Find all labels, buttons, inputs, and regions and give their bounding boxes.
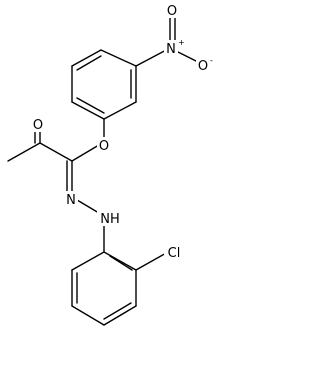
bond-ring1-c bbox=[103, 101, 137, 120]
bond-ring2-c bbox=[103, 305, 137, 326]
bond-ring1-d-inner bbox=[76, 97, 105, 114]
atom-bg-n-nitro bbox=[164, 40, 178, 56]
atom-bg-n-imine bbox=[64, 191, 78, 207]
atom-n-imine: N bbox=[66, 193, 76, 208]
atom-nh-hydrazone: NH bbox=[100, 212, 120, 227]
atom-cl: Cl bbox=[168, 246, 181, 261]
atom-o-ester: O bbox=[99, 139, 109, 154]
atom-bg-nh bbox=[97, 210, 123, 226]
bond-ring2-f bbox=[71, 251, 105, 271]
charge-o-nitro-minus: - bbox=[210, 56, 213, 65]
atom-bg-o-nitro-top bbox=[165, 2, 179, 18]
bond-carbonyl-methyl bbox=[7, 142, 41, 162]
bond-ring2-a-inner bbox=[109, 255, 133, 271]
atom-bg-o-nitro-minus bbox=[196, 57, 210, 73]
atom-o-nitro-minus: O bbox=[198, 59, 208, 74]
bond-ring1-f bbox=[71, 49, 102, 67]
bond-ring2-a bbox=[103, 251, 137, 271]
atom-n-nitro: N bbox=[166, 42, 176, 57]
atom-o-ketone: O bbox=[33, 118, 43, 133]
atom-o-nitro-top: O bbox=[167, 4, 177, 19]
bond-ring1-d bbox=[71, 101, 105, 120]
structure-drawing: N + O O - O O N NH Cl bbox=[7, 2, 213, 326]
bond-ring2-d bbox=[71, 305, 105, 326]
atom-bg-cl bbox=[164, 244, 184, 260]
atom-bg-o-ketone bbox=[31, 116, 45, 132]
bond-ring-cl bbox=[135, 251, 169, 271]
bond-ring2-c-inner bbox=[103, 302, 132, 320]
bond-c-carbonyl bbox=[39, 142, 73, 162]
bond-ring1-f-inner bbox=[76, 55, 102, 71]
bond-ring1-a bbox=[100, 49, 137, 67]
atom-bg-o-ester bbox=[97, 137, 111, 153]
atom-labels: N + O O - O O N NH Cl bbox=[31, 2, 213, 261]
bonds bbox=[7, 11, 203, 326]
charge-n-nitro: + bbox=[178, 38, 185, 47]
